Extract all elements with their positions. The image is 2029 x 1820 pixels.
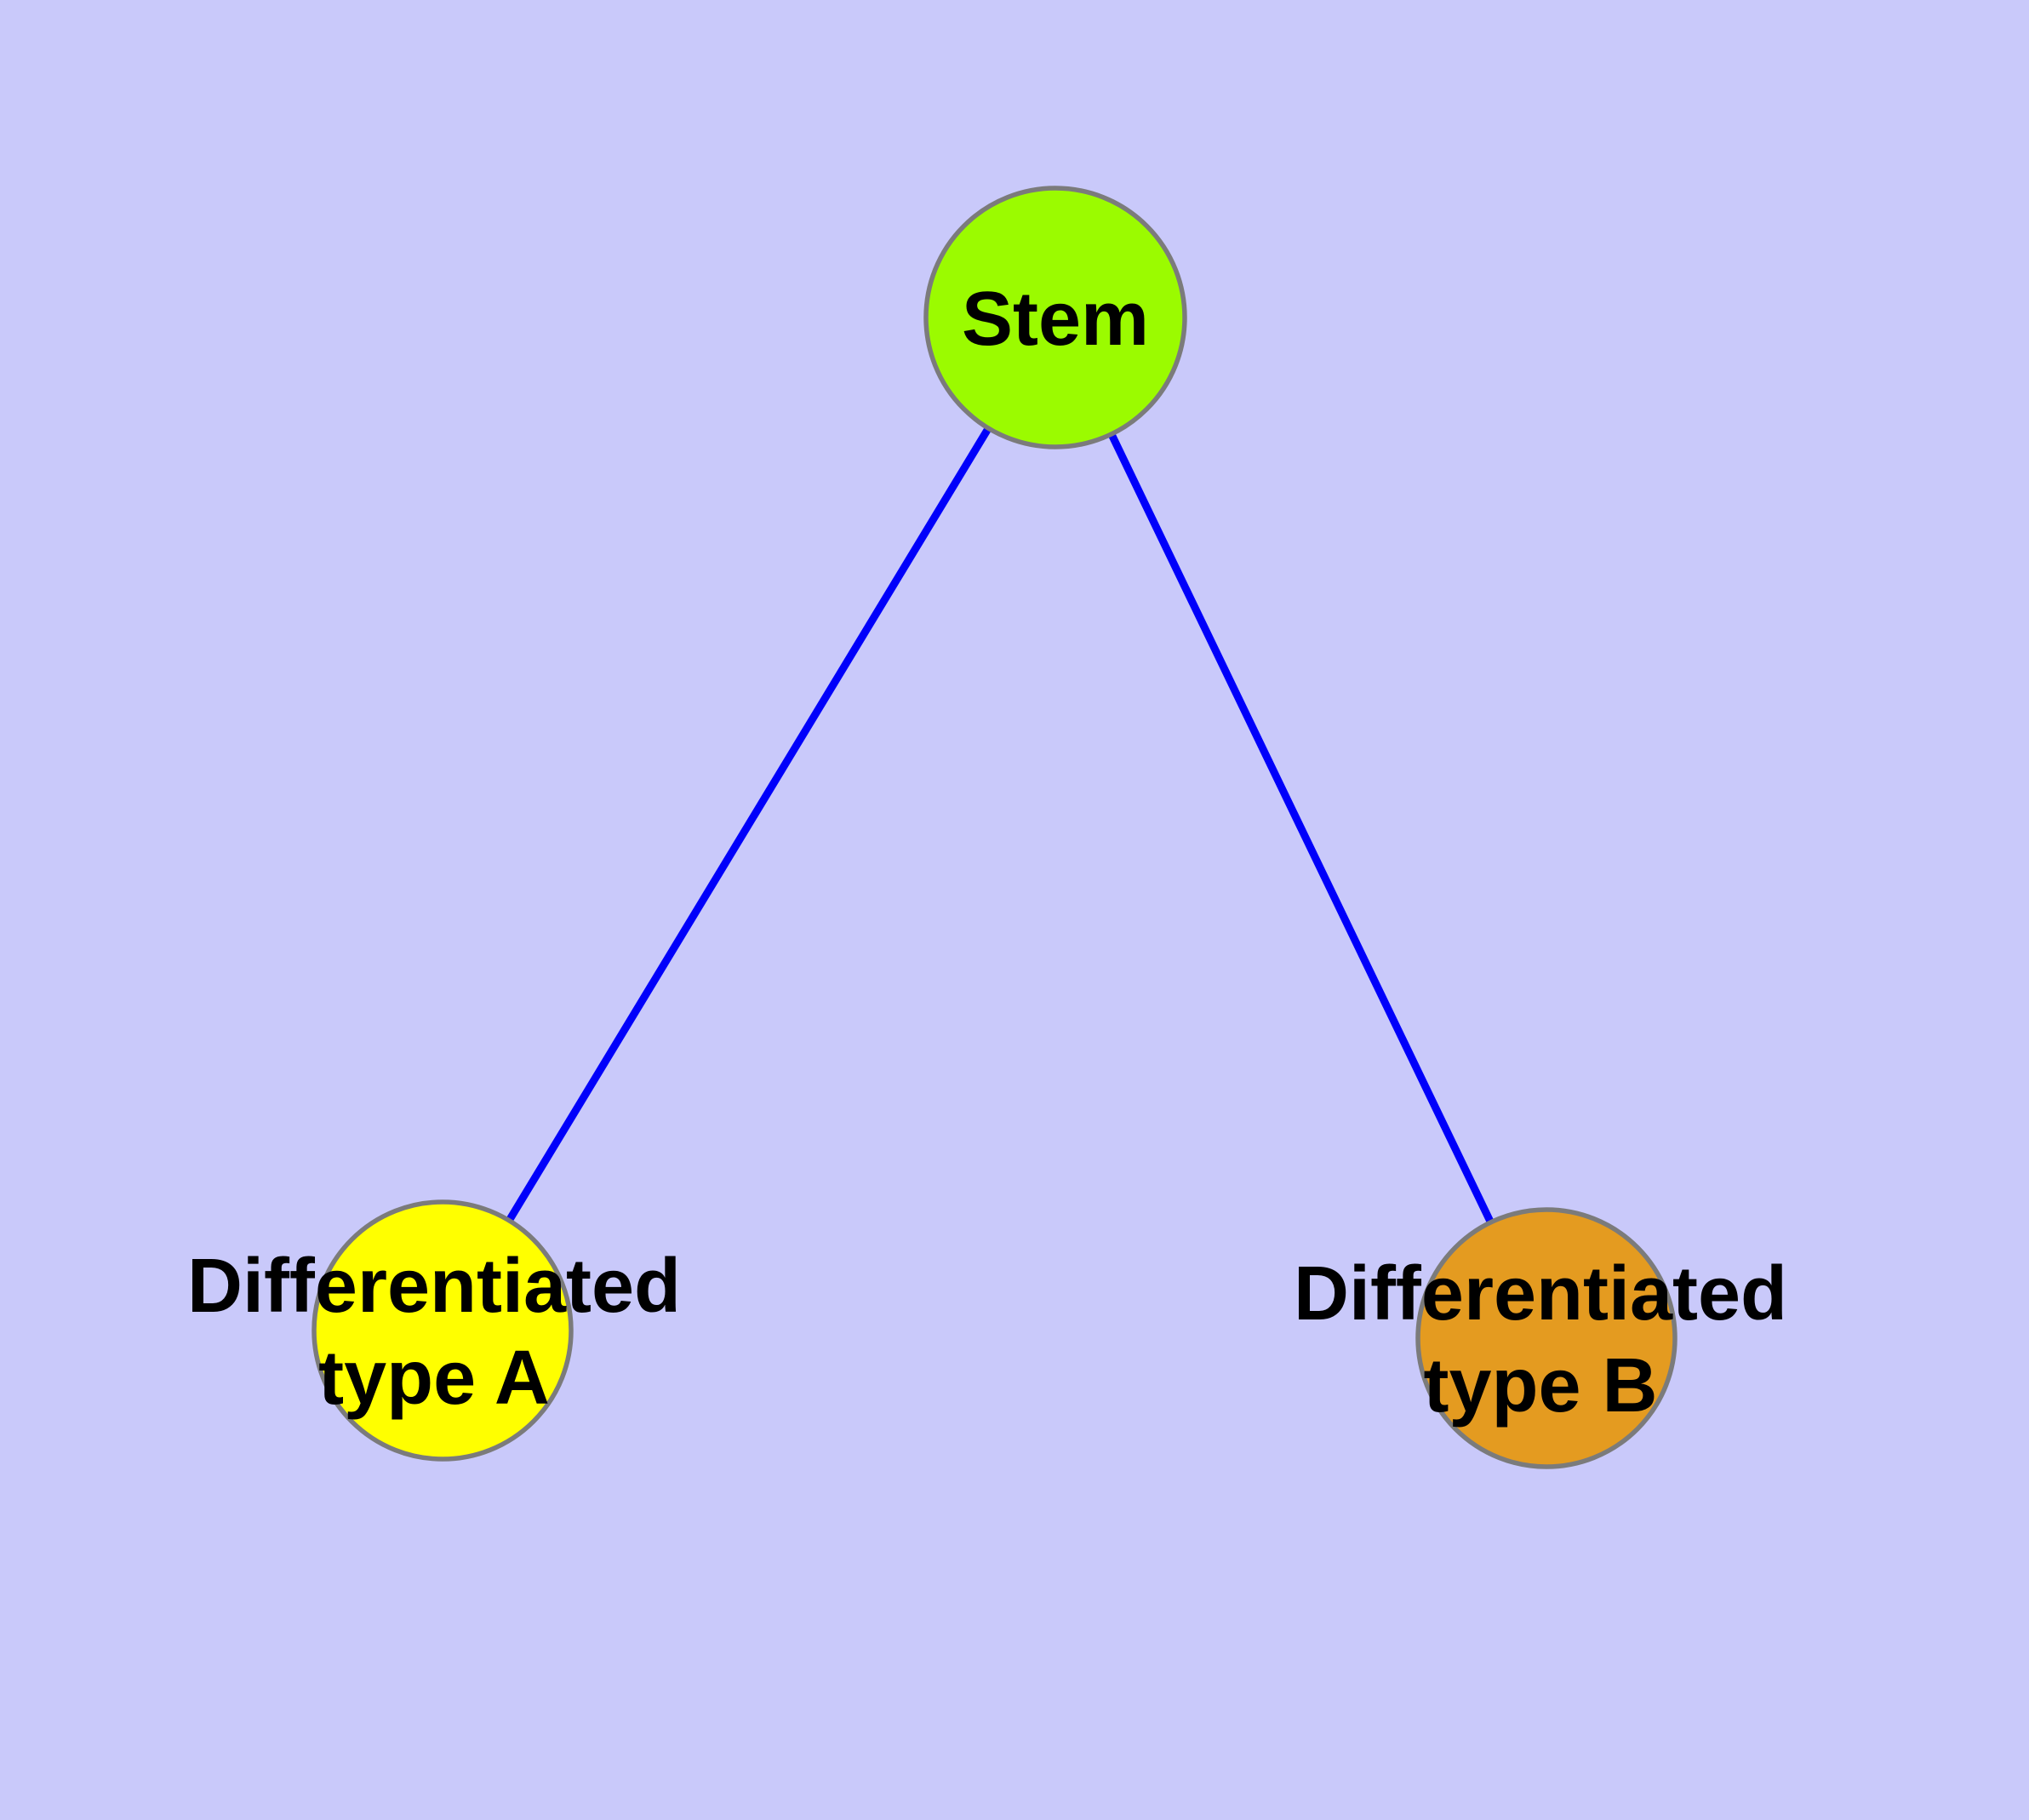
node-type-b-label-line2: type B	[1423, 1343, 1657, 1428]
node-type-b-label-line1: Differentiated	[1294, 1251, 1787, 1336]
node-stem	[923, 186, 1187, 449]
node-stem-label: Stem	[962, 277, 1149, 362]
node-type-a-label-line2: type A	[318, 1336, 550, 1421]
edge-stem-to-type-b	[1051, 316, 1551, 1340]
edge-stem-to-type-a	[439, 315, 1059, 1333]
node-differentiated-type-b	[1415, 1207, 1677, 1469]
node-differentiated-type-a	[311, 1199, 574, 1462]
node-type-a-label-line1: Differentiated	[187, 1244, 681, 1329]
